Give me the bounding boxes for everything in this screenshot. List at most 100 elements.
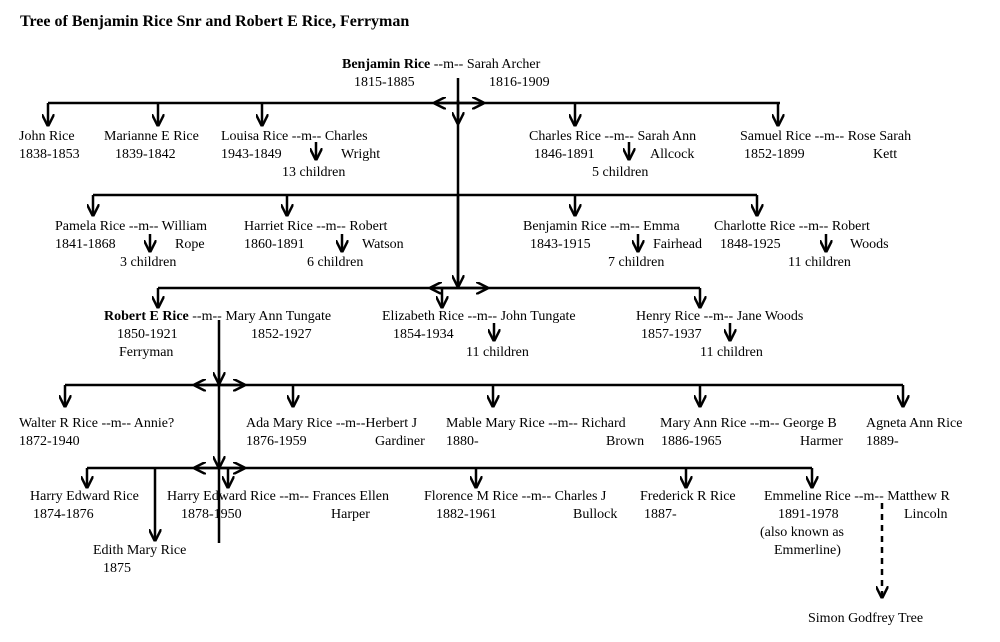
- person-name: Walter R Rice: [19, 416, 98, 431]
- marriage-marker: --m--: [798, 219, 829, 234]
- spouse-name: John Tungate: [500, 309, 576, 324]
- gen0-spouse: Sarah Archer: [466, 57, 541, 72]
- spouse-surname: Gardiner: [375, 434, 425, 449]
- spouse-name: Robert: [349, 219, 388, 234]
- person-dates: 1878-1950: [181, 507, 242, 522]
- person-name: Mary Ann Rice: [660, 416, 747, 431]
- spouse-name: George B: [782, 416, 837, 431]
- person-name: Robert E Rice: [104, 309, 189, 324]
- children-count: 11 children: [466, 345, 529, 360]
- spouse-surname: Bullock: [573, 507, 618, 522]
- children-count: 3 children: [120, 255, 177, 270]
- person-name: Frederick R Rice: [640, 489, 736, 504]
- spouse-name: William: [161, 219, 207, 234]
- spouse-name: Robert: [831, 219, 870, 234]
- couple-line: Elizabeth Rice --m-- John Tungate: [382, 308, 576, 326]
- person-dates: 1889-: [866, 434, 899, 449]
- person-dates: 1854-1934: [393, 327, 454, 342]
- couple-line: Mary Ann Rice --m-- George B: [660, 415, 837, 433]
- person-name: Edith Mary Rice: [93, 543, 187, 558]
- gen0-head-dates: 1815-1885: [354, 75, 415, 90]
- spouse-name: Richard: [581, 416, 626, 431]
- person-dates: 1876-1959: [246, 434, 307, 449]
- spouse-surname: Harmer: [800, 434, 843, 449]
- person-name: Pamela Rice: [55, 219, 126, 234]
- spouse-name: Emma: [643, 219, 680, 234]
- spouse-surname: Kett: [873, 147, 898, 162]
- person-name: Marianne E Rice: [104, 129, 199, 144]
- couple-line: Samuel Rice --m-- Rose Sarah: [740, 128, 911, 146]
- couple-line: Henry Rice --m-- Jane Woods: [636, 308, 803, 326]
- spouse-dates: 1852-1927: [251, 327, 312, 342]
- person-name: Charles Rice: [529, 129, 601, 144]
- marriage-marker: --m--: [610, 219, 640, 234]
- note-line: (also known as: [760, 525, 844, 540]
- spouse-surname: Rope: [175, 237, 205, 252]
- marriage-marker: --m--: [521, 489, 552, 504]
- person-dates: 1850-1921: [117, 327, 178, 342]
- couple-line: Louisa Rice --m-- Charles: [221, 128, 368, 146]
- marriage-marker: --m--: [548, 416, 578, 431]
- spouse-name: Annie?: [133, 416, 175, 431]
- person-name: Mable Mary Rice: [446, 416, 545, 431]
- couple-line: Emmeline Rice --m-- Matthew R: [764, 488, 950, 506]
- person-name: Harry Edward Rice: [30, 489, 139, 504]
- person-dates: 1886-1965: [661, 434, 722, 449]
- couple-line: Harry Edward Rice --m-- Frances Ellen: [167, 488, 389, 506]
- person-dates: 1843-1915: [530, 237, 591, 252]
- gen0-head-name: Benjamin Rice: [342, 57, 431, 72]
- person-name: John Rice: [19, 129, 75, 144]
- marriage-marker: --m--: [814, 129, 845, 144]
- page-title: Tree of Benjamin Rice Snr and Robert E R…: [20, 13, 410, 30]
- person-name: Elizabeth Rice: [382, 309, 465, 324]
- couple-line: Benjamin Rice --m-- Emma: [523, 218, 680, 236]
- spouse-name: Herbert J: [365, 416, 418, 431]
- gen0-couple: Benjamin Rice --m-- Sarah Archer: [342, 56, 540, 74]
- marriage-marker: --m--: [604, 129, 634, 144]
- person-dates: 1943-1849: [221, 147, 282, 162]
- note-line: Emmerline): [774, 543, 841, 558]
- person-dates: 1882-1961: [436, 507, 497, 522]
- children-count: 13 children: [282, 165, 346, 180]
- children-count: 6 children: [307, 255, 364, 270]
- couple-line: Walter R Rice --m-- Annie?: [19, 415, 174, 433]
- couple-line: Charlotte Rice --m-- Robert: [714, 218, 870, 236]
- spouse-name: Rose Sarah: [847, 129, 912, 144]
- person-dates: 1846-1891: [534, 147, 595, 162]
- children-count: 7 children: [608, 255, 665, 270]
- marriage-marker: --m--: [279, 489, 309, 504]
- spouse-surname: Brown: [606, 434, 645, 449]
- children-count: 5 children: [592, 165, 649, 180]
- person-dates: 1857-1937: [641, 327, 702, 342]
- person-dates: 1841-1868: [55, 237, 116, 252]
- simon-godfrey-tree-link[interactable]: Simon Godfrey Tree: [808, 611, 924, 626]
- children-count: 11 children: [788, 255, 851, 270]
- spouse-surname: Woods: [850, 237, 889, 252]
- marriage-marker: --m--: [128, 219, 159, 234]
- couple-line: Mable Mary Rice --m-- Richard: [446, 415, 626, 433]
- marriage-marker: --m--: [291, 129, 322, 144]
- person-dates: 1839-1842: [115, 147, 176, 162]
- marriage-marker: --m--: [101, 416, 132, 431]
- spouse-surname: Harper: [331, 507, 370, 522]
- marriage-marker: --m--: [335, 416, 366, 431]
- marriage-marker: --m--: [192, 309, 222, 324]
- person-dates: 1887-: [644, 507, 677, 522]
- person-dates: 1875: [103, 561, 131, 576]
- person-name: Ada Mary Rice: [246, 416, 333, 431]
- person-name: Emmeline Rice: [764, 489, 851, 504]
- couple-line: Robert E Rice --m-- Mary Ann Tungate: [104, 308, 331, 326]
- person-name: Henry Rice: [636, 309, 701, 324]
- spouse-surname: Lincoln: [904, 507, 948, 522]
- occupation: Ferryman: [119, 345, 174, 360]
- spouse-name: Jane Woods: [736, 309, 804, 324]
- person-dates: 1848-1925: [720, 237, 781, 252]
- couple-line: Florence M Rice --m-- Charles J: [424, 488, 606, 506]
- person-name: Agneta Ann Rice: [866, 416, 963, 431]
- person-dates: 1872-1940: [19, 434, 80, 449]
- marriage-marker: --m--: [467, 309, 498, 324]
- person-dates: 1838-1853: [19, 147, 80, 162]
- spouse-surname: Watson: [362, 237, 404, 252]
